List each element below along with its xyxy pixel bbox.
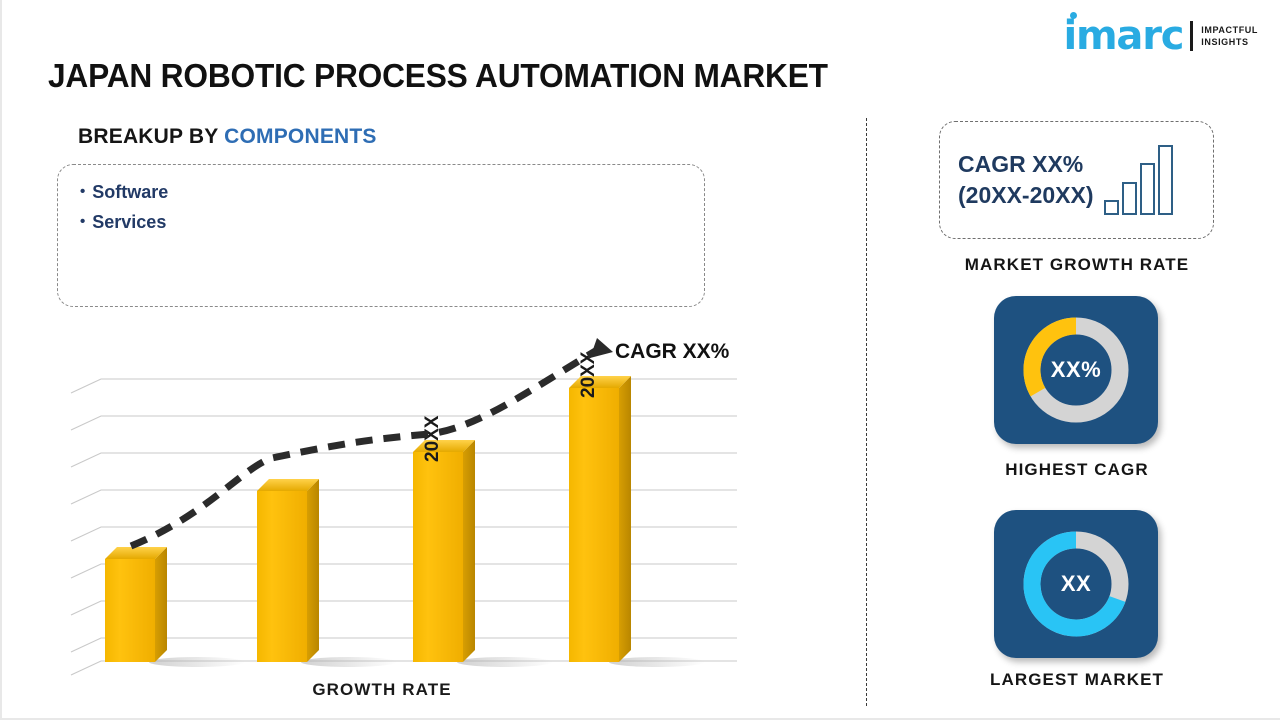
logo-wordmark: imarc bbox=[1063, 12, 1184, 59]
trend-line bbox=[129, 338, 613, 550]
donut-arc-market bbox=[1023, 531, 1126, 637]
imarc-logo: imarc IMPACTFUL INSIGHTS bbox=[1063, 12, 1258, 59]
bar-chart-icon-bar-4 bbox=[1157, 145, 1173, 215]
highest-cagr-donut: XX% bbox=[1019, 313, 1133, 427]
bar-chart-icon bbox=[1103, 145, 1173, 215]
list-item: Services bbox=[80, 207, 704, 237]
largest-market-label: LARGEST MARKET bbox=[989, 670, 1165, 689]
logo-tagline-line1: IMPACTFUL bbox=[1201, 25, 1258, 35]
breakup-heading-prefix: BREAKUP BY bbox=[78, 125, 225, 148]
logo-dot-icon bbox=[1070, 12, 1078, 19]
bar-3: 20XX bbox=[413, 415, 475, 662]
largest-market-card: XX bbox=[994, 510, 1158, 658]
bar-3-label: 20XX bbox=[422, 415, 443, 462]
trend-arrow-head bbox=[590, 338, 613, 358]
largest-market-donut: XX bbox=[1019, 527, 1133, 641]
highest-cagr-value: XX% bbox=[1050, 357, 1102, 382]
donut-arc-cagr bbox=[1023, 317, 1077, 397]
chart-gridlines bbox=[70, 378, 737, 676]
components-box: Software Services bbox=[57, 164, 705, 307]
logo-tagline-line2: INSIGHTS bbox=[1201, 37, 1249, 47]
chart-x-axis-label: GROWTH RATE bbox=[312, 680, 452, 699]
highest-cagr-label: HIGHEST CAGR bbox=[1005, 460, 1149, 479]
logo-divider bbox=[1190, 21, 1194, 51]
bar-2 bbox=[257, 479, 319, 662]
chart-svg: 20XX 20XX bbox=[70, 338, 737, 676]
bar-chart-icon-bar-3 bbox=[1139, 163, 1155, 215]
growth-rate-bar-chart: 20XX 20XX bbox=[57, 330, 757, 710]
components-list: Software Services bbox=[58, 165, 704, 237]
bar-chart-icon-bar-1 bbox=[1103, 200, 1119, 215]
page-title: JAPAN ROBOTIC PROCESS AUTOMATION MARKET bbox=[48, 57, 828, 94]
donut-svg-cagr bbox=[1023, 317, 1129, 423]
bar-shadows bbox=[149, 657, 705, 667]
logo-tagline: IMPACTFUL INSIGHTS bbox=[1201, 24, 1258, 48]
bar-1 bbox=[105, 547, 167, 662]
bar-4: 20XX bbox=[569, 351, 631, 662]
market-growth-rate-box: CAGR XX% (20XX-20XX) bbox=[939, 121, 1214, 239]
highest-cagr-card: XX% bbox=[994, 296, 1158, 444]
donut-svg-market bbox=[1023, 531, 1129, 637]
growth-rate-text: CAGR XX% (20XX-20XX) bbox=[958, 149, 1094, 211]
list-item: Software bbox=[80, 177, 704, 207]
vertical-divider bbox=[866, 118, 867, 706]
logo-text: imarc bbox=[1063, 13, 1184, 59]
largest-market-value: XX bbox=[1060, 571, 1092, 596]
breakup-heading: BREAKUP BY COMPONENTS bbox=[78, 125, 377, 149]
market-growth-rate-label: MARKET GROWTH RATE bbox=[964, 255, 1190, 274]
breakup-heading-accent: COMPONENTS bbox=[224, 125, 377, 148]
bar-4-label: 20XX bbox=[578, 351, 599, 398]
growth-rate-line1: CAGR XX% bbox=[958, 151, 1084, 177]
growth-rate-line2: (20XX-20XX) bbox=[958, 182, 1094, 208]
bar-chart-icon-bar-2 bbox=[1121, 182, 1137, 215]
cagr-annotation: CAGR XX% bbox=[615, 340, 730, 363]
